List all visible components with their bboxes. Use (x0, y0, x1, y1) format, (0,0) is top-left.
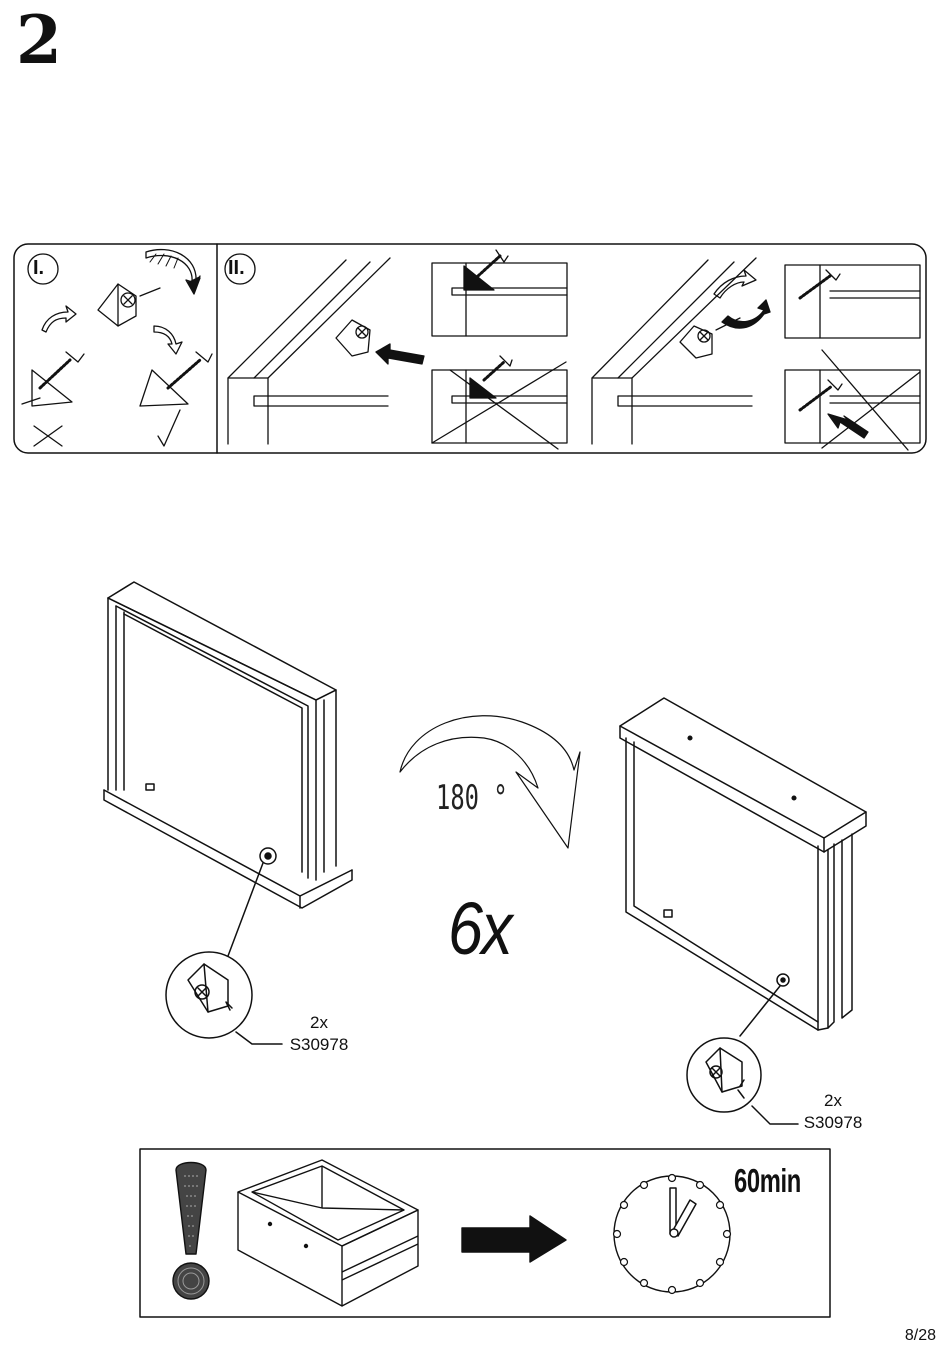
wait-time-label: 60min (734, 1162, 801, 1200)
forward-arrow-icon (462, 1216, 566, 1262)
exclamation-icon (173, 1163, 209, 1300)
clock-icon (614, 1175, 731, 1294)
page-number: 8/28 (905, 1327, 936, 1345)
drawer-box-icon (238, 1160, 418, 1306)
